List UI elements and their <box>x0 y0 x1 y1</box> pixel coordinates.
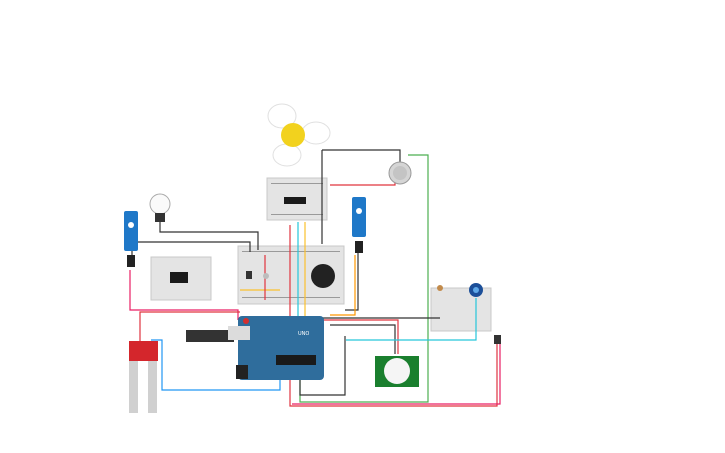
breadboard-main[interactable] <box>237 245 345 305</box>
potentiometer[interactable] <box>469 283 483 297</box>
temp-sensor-small[interactable] <box>246 271 252 279</box>
left-ic[interactable] <box>170 272 188 283</box>
dc-motor[interactable] <box>388 161 412 185</box>
photoresistor-small[interactable] <box>263 273 269 279</box>
servo-right[interactable] <box>352 197 366 253</box>
fan[interactable] <box>267 103 331 167</box>
svg-text:UNO: UNO <box>298 331 309 337</box>
light-bulb[interactable] <box>149 193 171 222</box>
temp-sensor[interactable] <box>494 335 501 344</box>
ic-chip[interactable] <box>284 197 306 204</box>
ldr[interactable] <box>437 285 443 291</box>
servo-left[interactable] <box>124 211 138 267</box>
breadboard-right[interactable] <box>430 287 492 332</box>
arduino-uno[interactable]: UNO <box>186 316 324 380</box>
soil-moisture-sensor[interactable] <box>129 341 158 413</box>
pir-sensor[interactable] <box>375 356 419 387</box>
piezo-buzzer[interactable] <box>311 264 335 288</box>
